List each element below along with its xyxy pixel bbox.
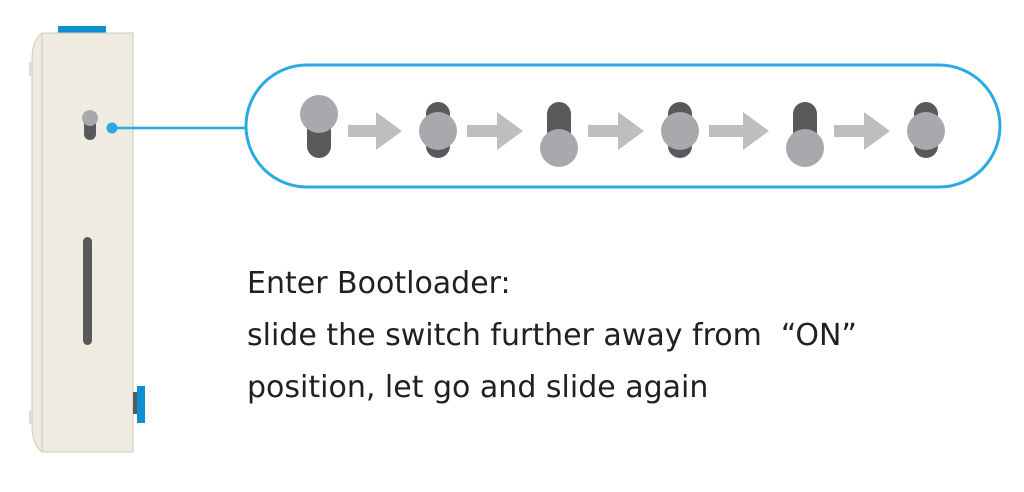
device-switch-knob <box>82 110 98 126</box>
arrow-right-icon <box>467 112 523 150</box>
instruction-title: Enter Bootloader: <box>247 266 511 301</box>
device-body <box>31 32 134 453</box>
side-button <box>137 386 145 423</box>
switch-knob-1 <box>300 95 338 133</box>
arrow-right-icon <box>709 112 769 150</box>
instruction-line-2: position, let go and slide again <box>247 370 709 405</box>
switch-knob-6 <box>907 112 945 150</box>
side-button-base <box>133 392 137 414</box>
arrow-right-icon <box>348 112 402 150</box>
switch-knob-5 <box>786 129 824 167</box>
instruction-line-1: slide the switch further away from “ON” <box>247 318 857 353</box>
switch-knob-3 <box>540 129 578 167</box>
device-side-view <box>29 26 145 453</box>
top-connector <box>58 26 106 34</box>
arrow-right-icon <box>834 112 890 150</box>
switch-knob-4 <box>661 112 699 150</box>
device-slot <box>83 237 92 345</box>
arrow-right-icon <box>588 112 644 150</box>
switch-knob-2 <box>419 112 457 150</box>
